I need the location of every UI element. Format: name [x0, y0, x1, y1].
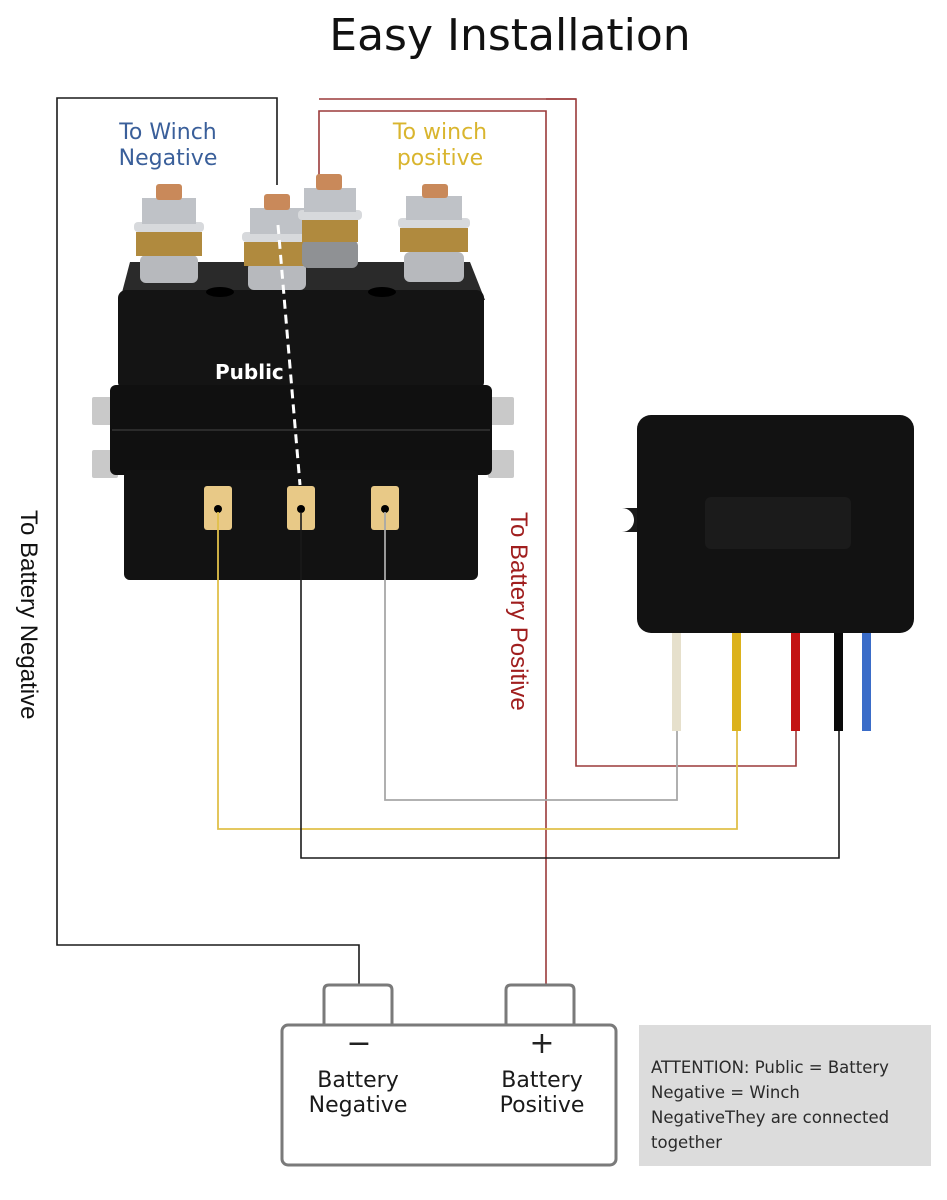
public-dashed-line [276, 224, 302, 486]
label-to-winch-positive: To winch positive [360, 120, 520, 172]
label-to-battery-positive: To Battery Positive [505, 512, 532, 711]
terminal-3 [298, 174, 362, 268]
wire-gray [384, 512, 678, 801]
label-line: Battery [317, 1068, 399, 1093]
receiver-wire-yellow [732, 633, 741, 731]
minus-sign-icon: − [346, 1026, 372, 1061]
diagram-title: Easy Installation [329, 10, 691, 61]
label-to-battery-negative: To Battery Negative [15, 510, 42, 720]
terminal-2 [242, 194, 312, 290]
label-to-winch-negative: To Winch Negative [88, 120, 248, 172]
label-line: To Winch [119, 120, 217, 145]
spade-terminals [204, 486, 399, 530]
plus-sign-icon: + [529, 1026, 555, 1061]
solenoid [92, 262, 514, 580]
label-public: Public [215, 360, 284, 384]
terminal-1 [134, 184, 204, 283]
receiver-wire-red [791, 633, 800, 731]
wire-black-control [300, 512, 840, 859]
attention-note: ATTENTION: Public = Battery Negative = W… [639, 1025, 931, 1166]
receiver-wire-black [834, 633, 843, 731]
terminal-4 [398, 184, 470, 282]
receiver-wire-cream [672, 633, 681, 731]
battery [280, 983, 618, 1167]
label-line: Negative [308, 1093, 408, 1118]
battery-positive-label: Battery Positive [472, 1068, 612, 1118]
label-line: Negative [118, 146, 218, 171]
label-line: Battery [501, 1068, 583, 1093]
receiver [622, 415, 922, 731]
wire-gold [217, 512, 738, 830]
label-line: Positive [499, 1093, 585, 1118]
receiver-wire-blue [862, 633, 871, 731]
wire-battery-positive [318, 110, 547, 985]
wire-battery-negative [56, 97, 360, 985]
label-line: To winch [392, 120, 488, 145]
label-line: positive [396, 146, 484, 171]
battery-negative-label: Battery Negative [288, 1068, 428, 1118]
